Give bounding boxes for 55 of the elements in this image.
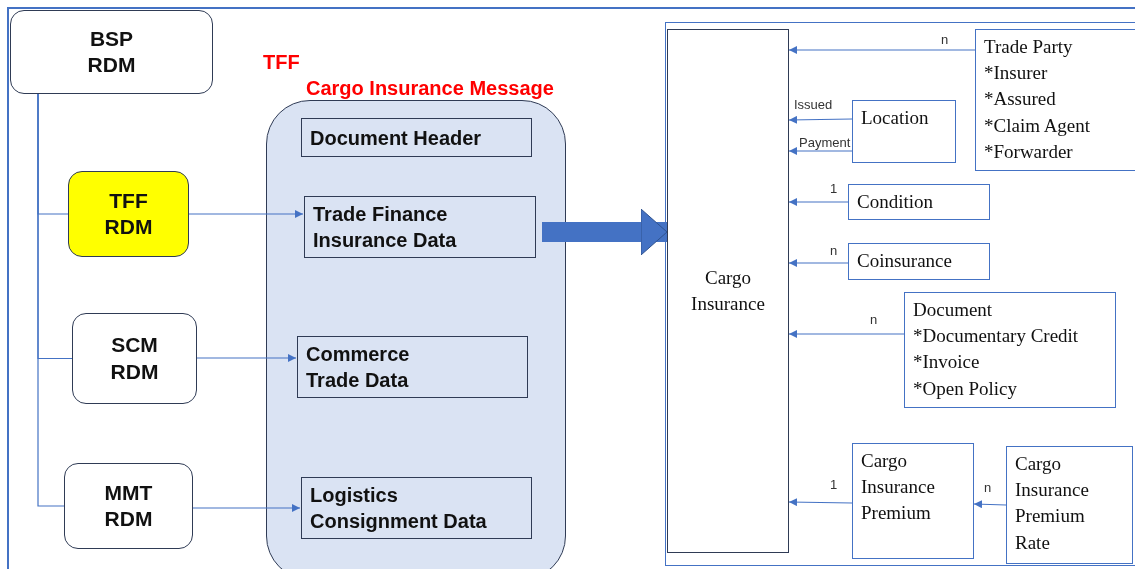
edge-label: Payment — [798, 136, 852, 151]
node-text: Document — [913, 298, 994, 322]
entity-box — [852, 100, 956, 163]
node-text: Cargo Insurance — [690, 266, 766, 316]
node-text: *Documentary Credit — [913, 324, 1080, 349]
node-text: *Invoice — [913, 350, 981, 375]
node-text: *Assured — [984, 87, 1057, 112]
section-box — [301, 118, 532, 157]
connector — [788, 147, 853, 155]
section-box — [297, 336, 528, 398]
node-text: *Insurer — [984, 61, 1049, 86]
entity-box — [852, 443, 974, 559]
node-text: Location — [861, 106, 930, 130]
connector — [788, 115, 853, 124]
node-text: Cargo Insurance Premium Rate — [1015, 452, 1090, 555]
connector — [788, 259, 849, 267]
entity-box — [975, 29, 1135, 171]
node-text: Trade Finance Insurance Data — [313, 202, 458, 253]
entity-box — [848, 184, 990, 220]
node-text: Document Header — [310, 125, 483, 151]
rounded-box — [72, 313, 197, 404]
message-title: TFF — [263, 51, 300, 74]
node-text: Cargo Insurance Premium — [861, 449, 936, 526]
connector — [196, 354, 297, 362]
connector — [37, 93, 65, 507]
node-text: Coinsurance — [857, 249, 953, 273]
node-text: Trade Party — [984, 35, 1074, 59]
block-arrow — [542, 208, 668, 256]
node-text: *Claim Agent — [984, 113, 1092, 138]
node-text: *Open Policy — [913, 376, 1018, 401]
connector — [788, 198, 849, 206]
message-title: Cargo Insurance Message — [306, 77, 554, 100]
node-text: TFF RDM — [103, 187, 154, 240]
connector — [192, 504, 301, 512]
connector — [788, 46, 976, 54]
rounded-box — [68, 171, 189, 257]
node-text: MMT RDM — [103, 479, 154, 532]
entity-box — [667, 29, 789, 553]
entity-box — [904, 292, 1116, 408]
node-text: Commerce Trade Data — [306, 342, 411, 393]
rounded-box — [64, 463, 193, 549]
node-text: Logistics Consignment Data — [310, 483, 488, 534]
node-text: Condition — [857, 190, 934, 214]
section-box — [304, 196, 536, 258]
connector — [788, 498, 853, 507]
node-text: *Forwarder — [984, 139, 1074, 164]
section-box — [301, 477, 532, 539]
rounded-box — [10, 10, 213, 94]
connector — [188, 210, 304, 218]
node-text: BSP RDM — [86, 25, 137, 78]
entity-box — [848, 243, 990, 280]
node-text: SCM RDM — [109, 332, 160, 385]
entity-box — [1006, 446, 1133, 564]
connector — [788, 330, 905, 338]
connector — [973, 500, 1007, 509]
